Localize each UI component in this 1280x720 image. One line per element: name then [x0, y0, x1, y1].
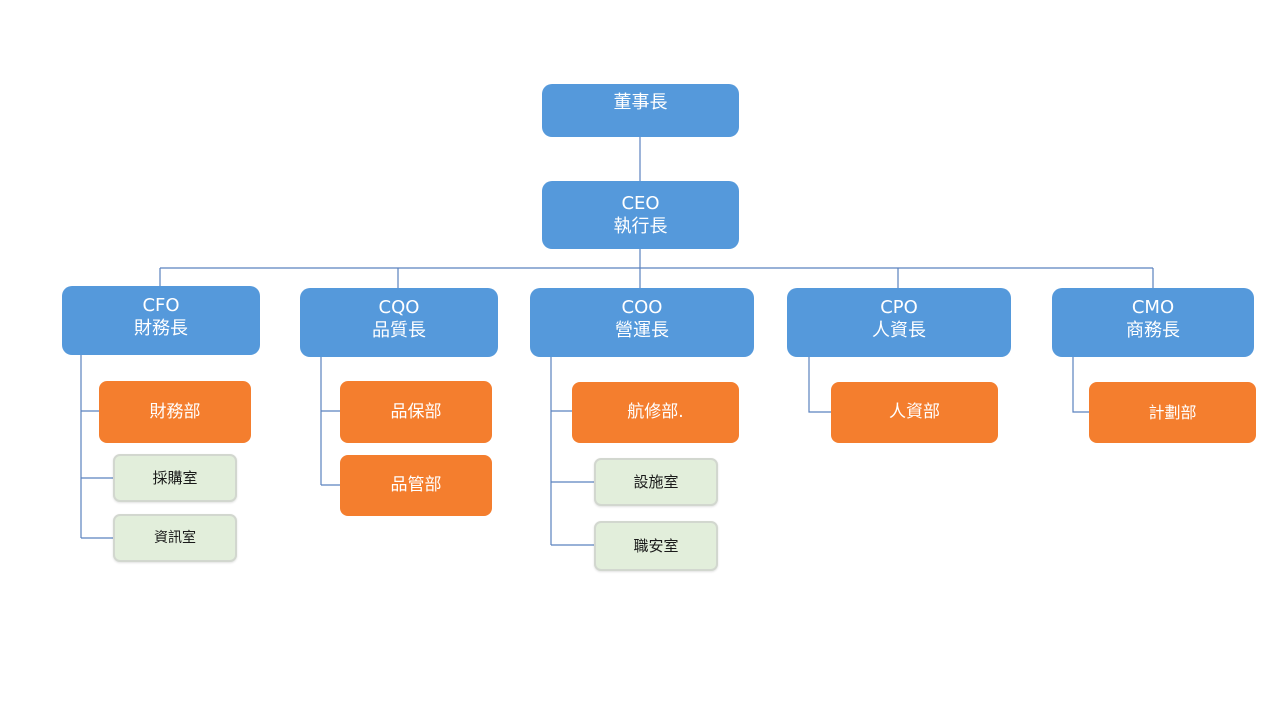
maintenance-dept-label: 航修部.	[627, 402, 684, 422]
cpo-node[interactable]: CPO 人資長	[787, 288, 1011, 357]
connector-cpo-units	[808, 357, 831, 413]
cfo-node[interactable]: CFO 財務長	[62, 286, 260, 355]
cqo-title: CQO	[378, 297, 420, 318]
ceo-node[interactable]: CEO 執行長	[542, 181, 739, 249]
facilities-office-label: 設施室	[633, 472, 679, 491]
connector-ceo-branch	[159, 249, 1154, 288]
planning-dept-label: 計劃部	[1148, 403, 1197, 422]
coo-title: COO	[621, 297, 663, 318]
connector-cmo-units	[1072, 357, 1089, 413]
it-office-label: 資訊室	[154, 529, 196, 546]
it-office-node[interactable]: 資訊室	[113, 514, 237, 562]
facilities-office-node[interactable]: 設施室	[594, 458, 718, 506]
ceo-title: CEO	[621, 193, 660, 214]
cqo-label: 品質長	[372, 320, 426, 341]
cmo-node[interactable]: CMO 商務長	[1052, 288, 1254, 357]
hr-dept-node[interactable]: 人資部	[831, 382, 998, 443]
connector-cqo-units	[320, 357, 340, 486]
cfo-title: CFO	[142, 295, 180, 316]
cpo-title: CPO	[880, 297, 918, 318]
cmo-label: 商務長	[1126, 320, 1180, 341]
cqo-node[interactable]: CQO 品質長	[300, 288, 498, 357]
coo-node[interactable]: COO 營運長	[530, 288, 754, 357]
safety-office-node[interactable]: 職安室	[594, 521, 718, 571]
cmo-title: CMO	[1131, 297, 1175, 318]
coo-label: 營運長	[615, 320, 669, 341]
hr-dept-label: 人資部	[889, 402, 940, 422]
finance-dept-node[interactable]: 財務部	[99, 381, 251, 443]
safety-office-label: 職安室	[633, 536, 679, 555]
ceo-label: 執行長	[613, 216, 668, 237]
qa-dept-label: 品保部	[390, 401, 442, 422]
qa-dept-node[interactable]: 品保部	[340, 381, 492, 443]
finance-dept-label: 財務部	[149, 401, 201, 422]
cpo-label: 人資長	[872, 320, 926, 341]
maintenance-dept-node[interactable]: 航修部.	[572, 382, 739, 443]
chairman-node[interactable]: 董事長	[542, 84, 739, 137]
qc-dept-label: 品管部	[390, 475, 442, 495]
qc-dept-node[interactable]: 品管部	[340, 455, 492, 516]
procurement-office-node[interactable]: 採購室	[113, 454, 237, 502]
cfo-label: 財務長	[134, 318, 188, 339]
chairman-label: 董事長	[613, 92, 668, 113]
planning-dept-node[interactable]: 計劃部	[1089, 382, 1256, 443]
procurement-office-label: 採購室	[152, 468, 198, 487]
connector-cfo-units	[80, 355, 113, 539]
connector-coo-units	[550, 357, 594, 546]
